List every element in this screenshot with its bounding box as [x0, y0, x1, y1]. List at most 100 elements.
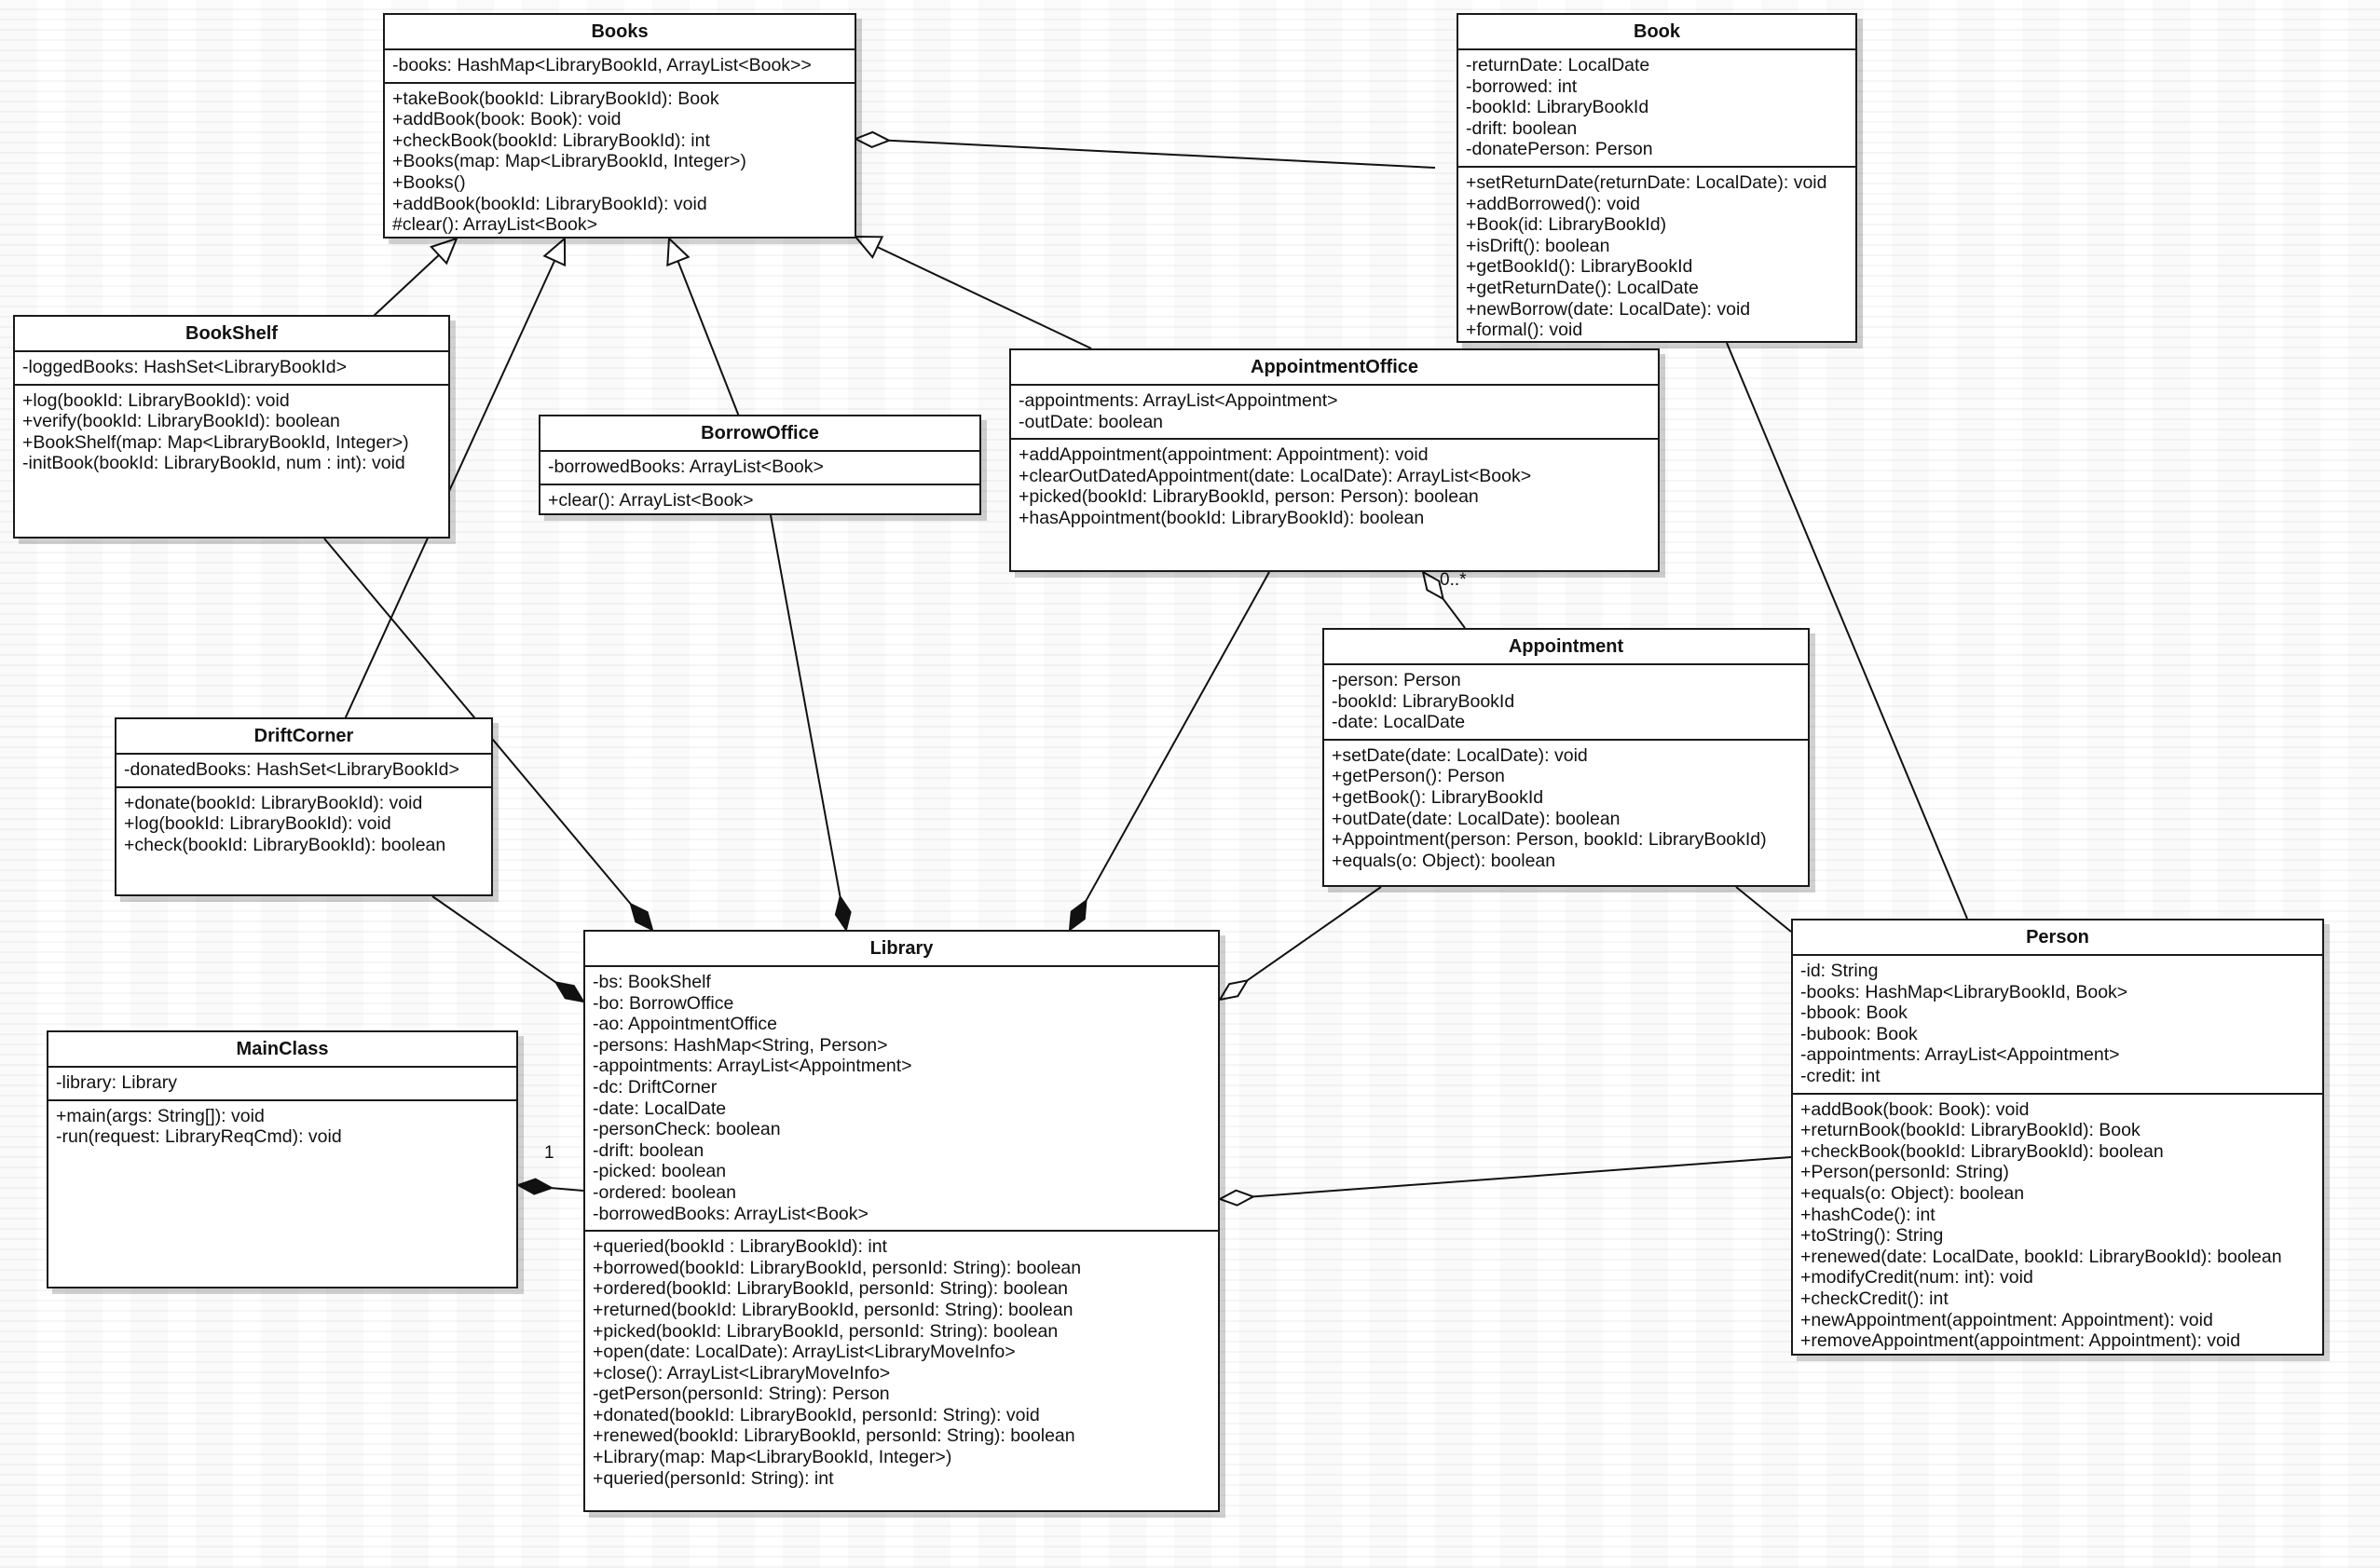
operation: +returned(bookId: LibraryBookId, personI… [593, 1299, 1074, 1320]
operation: +equals(o: Object): boolean [1800, 1182, 2025, 1204]
class-name: Appointment [1324, 630, 1808, 665]
operation: +open(date: LocalDate): ArrayList<Librar… [593, 1342, 1016, 1363]
edge-appointmentoffice-books [877, 246, 1092, 349]
attribute: -appointments: ArrayList<Appointment> [1019, 390, 1338, 411]
attribute: -dc: DriftCorner [593, 1076, 718, 1098]
operation: +equals(o: Object): boolean [1332, 850, 1556, 871]
attribute: -drift: boolean [1466, 117, 1578, 139]
edge-book-person [1726, 342, 1968, 920]
class-name: AppointmentOffice [1011, 350, 1658, 386]
operation: -getPerson(personId: String): Person [593, 1384, 890, 1405]
operation: +checkCredit(): int [1800, 1288, 1949, 1309]
class-library[interactable]: Library-bs: BookShelf-bo: BorrowOffice-a… [583, 930, 1220, 1512]
composition-diamond [554, 980, 586, 1003]
generalization-arrowhead [666, 236, 691, 267]
operation: +hashCode(): int [1800, 1204, 1935, 1225]
attributes-compartment: -donatedBooks: HashSet<LibraryBookId> [116, 755, 491, 788]
attribute: -picked: boolean [593, 1161, 727, 1182]
class-name: Book [1458, 15, 1855, 50]
class-name: Books [385, 15, 855, 50]
attribute: -bbook: Book [1800, 1002, 1908, 1024]
edge-borrowoffice-library [770, 514, 841, 897]
operation: +outDate(date: LocalDate): boolean [1332, 808, 1621, 829]
operation: +queried(personId: String): int [593, 1467, 834, 1489]
operation: +BookShelf(map: Map<LibraryBookId, Integ… [22, 431, 409, 453]
operation: +donated(bookId: LibraryBookId, personId… [593, 1404, 1040, 1425]
attribute: -donatePerson: Person [1466, 139, 1653, 160]
attributes-compartment: -loggedBooks: HashSet<LibraryBookId> [15, 352, 448, 386]
operation: +takeBook(bookId: LibraryBookId): Book [392, 88, 719, 109]
attribute: -bs: BookShelf [593, 972, 711, 992]
edge-library-mainclass [551, 1187, 584, 1192]
operation: +renewed(bookId: LibraryBookId, personId… [593, 1425, 1075, 1447]
edge-appointment-library [1246, 886, 1382, 982]
operation: +addAppointment(appointment: Appointment… [1019, 444, 1429, 466]
class-bookshelf[interactable]: BookShelf-loggedBooks: HashSet<LibraryBo… [13, 315, 450, 539]
operations-compartment: +addAppointment(appointment: Appointment… [1011, 440, 1658, 534]
attributes-compartment: -library: Library [48, 1068, 516, 1101]
attribute: -appointments: ArrayList<Appointment> [593, 1056, 912, 1077]
attribute: -person: Person [1332, 670, 1461, 690]
class-books[interactable]: Books -books: HashMap<LibraryBookId, Arra… [383, 13, 856, 239]
attribute: -returnDate: LocalDate [1466, 55, 1650, 75]
edge-appointment-appointmentoffice [1442, 598, 1466, 629]
generalization-arrowhead [430, 237, 458, 266]
edge-book-books [888, 139, 1436, 169]
operation: #clear(): ArrayList<Book> [392, 214, 598, 236]
attribute: -ordered: boolean [593, 1181, 736, 1203]
operation: +setDate(date: LocalDate): void [1332, 744, 1588, 766]
operation: +Book(id: LibraryBookId) [1466, 214, 1667, 236]
operation: +isDrift(): boolean [1466, 235, 1610, 256]
class-appointmentoffice[interactable]: AppointmentOffice-appointments: ArrayLis… [1009, 348, 1660, 572]
class-name: DriftCorner [116, 719, 491, 755]
operation: +check(bookId: LibraryBookId): boolean [124, 834, 446, 855]
class-name: MainClass [48, 1032, 516, 1068]
operation: +getBook(): LibraryBookId [1332, 786, 1544, 808]
operation: +removeAppointment(appointment: Appointm… [1800, 1330, 2241, 1352]
attribute: -loggedBooks: HashSet<LibraryBookId> [22, 357, 347, 377]
aggregation-diamond [1217, 1189, 1256, 1207]
operation: +toString(): String [1800, 1225, 1944, 1247]
operation: +Library(map: Map<LibraryBookId, Integer… [593, 1447, 952, 1468]
operations-compartment: +main(args: String[]): void-run(request:… [48, 1101, 516, 1153]
class-driftcorner[interactable]: DriftCorner-donatedBooks: HashSet<Librar… [115, 717, 493, 896]
class-person[interactable]: Person-id: String-books: HashMap<Library… [1791, 919, 2324, 1356]
operation: +queried(bookId : LibraryBookId): int [593, 1236, 887, 1258]
operation: +log(bookId: LibraryBookId): void [124, 813, 391, 835]
attribute: -personCheck: boolean [593, 1119, 781, 1140]
operations-compartment: +donate(bookId: LibraryBookId): void+log… [116, 788, 491, 862]
attributes-compartment: -id: String-books: HashMap<LibraryBookId… [1793, 956, 2322, 1095]
class-name: Person [1793, 920, 2322, 956]
class-appointment[interactable]: Appointment-person: Person-bookId: Libra… [1322, 628, 1810, 887]
attribute: -borrowedBooks: ArrayList<Book> [593, 1203, 869, 1224]
class-mainclass[interactable]: MainClass-library: Library+main(args: St… [47, 1030, 518, 1288]
operation: +newBorrow(date: LocalDate): void [1466, 298, 1751, 320]
attribute: -books: HashMap<LibraryBookId, ArrayList… [392, 55, 812, 75]
attribute: -ao: AppointmentOffice [593, 1014, 778, 1035]
attribute: -persons: HashMap<String, Person> [593, 1034, 888, 1056]
operation: +checkBook(bookId: LibraryBookId): boole… [1800, 1140, 2164, 1162]
generalization-arrowhead [853, 235, 884, 259]
attribute: -bubook: Book [1800, 1023, 1918, 1044]
operation: +log(bookId: LibraryBookId): void [22, 389, 290, 411]
attributes-compartment: -person: Person-bookId: LibraryBookId-da… [1324, 665, 1808, 741]
attribute: -date: LocalDate [593, 1098, 727, 1119]
attributes-compartment: -appointments: ArrayList<Appointment>-ou… [1011, 386, 1658, 441]
operation: +close(): ArrayList<LibraryMoveInfo> [593, 1362, 891, 1384]
multiplicity-label: 0..* [1440, 570, 1467, 590]
operations-compartment: +setDate(date: LocalDate): void+getPerso… [1324, 741, 1808, 878]
aggregation-diamond [1217, 978, 1250, 1002]
operation: +Person(personId: String) [1800, 1162, 2009, 1183]
class-book[interactable]: Book-returnDate: LocalDate-borrowed: int… [1457, 13, 1857, 343]
operation: +returnBook(bookId: LibraryBookId): Book [1800, 1120, 2141, 1141]
composition-diamond [515, 1178, 554, 1195]
attribute: -credit: int [1800, 1065, 1881, 1086]
aggregation-diamond [853, 130, 892, 148]
operation: +addBook(book: Book): void [392, 109, 622, 130]
edge-appointmentoffice-library [1085, 571, 1270, 902]
class-borrowoffice[interactable]: BorrowOffice-borrowedBooks: ArrayList<Bo… [539, 415, 981, 515]
operation: +clear(): ArrayList<Book> [548, 489, 754, 511]
operations-compartment: +log(bookId: LibraryBookId): void+verify… [15, 386, 448, 480]
multiplicity-label: 1 [544, 1143, 554, 1163]
operations-compartment: +addBook(book: Book): void+returnBook(bo… [1793, 1095, 2322, 1357]
